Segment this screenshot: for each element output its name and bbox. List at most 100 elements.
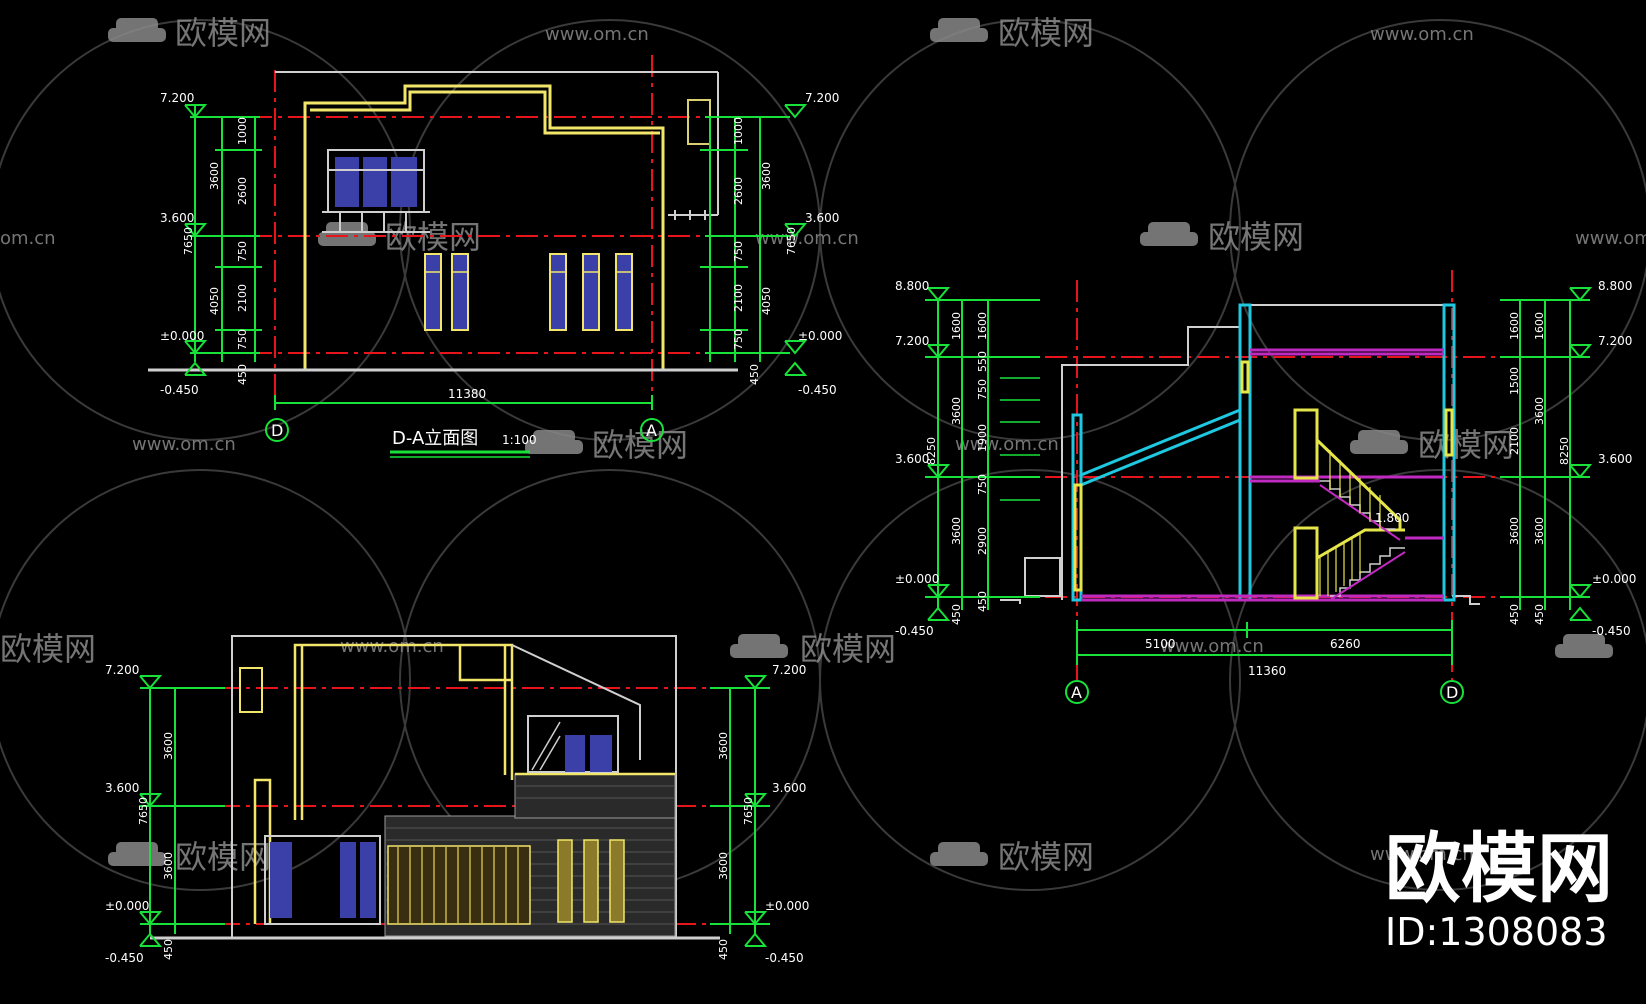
level-marker (184, 104, 208, 119)
upper-small-window (239, 667, 263, 713)
level-marker (139, 932, 163, 947)
dim-label: 3600 (1533, 397, 1546, 425)
level-marker (184, 361, 208, 376)
parapet-line (310, 90, 660, 135)
axis-label: D (1446, 683, 1458, 702)
dim-label: 3600 (208, 162, 221, 190)
dim-label: 3600 (717, 732, 730, 760)
level-marker (139, 675, 163, 690)
watermark-brand: 欧模网 (998, 838, 1094, 876)
watermark-brand: 欧模网 (1208, 218, 1304, 256)
level-marker (927, 287, 951, 302)
level-marker (139, 911, 163, 926)
watermark-brand: 欧模网 (998, 14, 1094, 52)
watermark-url: www.om.cn (132, 434, 236, 455)
watermark-brand: 欧模网 (175, 14, 271, 52)
dim-label: 450 (976, 591, 989, 612)
dim-label: 450 (1533, 604, 1546, 625)
tall-windows (424, 253, 633, 331)
dim-label: 7650 (182, 227, 195, 255)
sofa-icon (1350, 430, 1408, 454)
dim-label: 750 (976, 379, 989, 400)
watermark-brand: 欧模网 (592, 426, 688, 464)
axis-bubble-d (1440, 680, 1464, 704)
dim-label: 450 (717, 939, 730, 960)
dim-label: 750 (236, 329, 249, 350)
level-label: 3.600 (895, 452, 929, 466)
level-label: 7.200 (160, 91, 194, 105)
level-label: 8.800 (1598, 279, 1632, 293)
watermark-circles (0, 19, 1646, 891)
sofa-icon (108, 842, 166, 866)
axis-bubble-d (265, 418, 289, 442)
level-marker (927, 344, 951, 359)
watermark-brand: 欧模网 (800, 630, 896, 668)
axis-bubble-a (640, 418, 664, 442)
drawing-title: D-A立面图 (392, 428, 478, 449)
level-label: ±0.000 (798, 329, 842, 343)
dim-label: 3600 (162, 852, 175, 880)
axis-label: A (1071, 683, 1082, 702)
level-marker (927, 584, 951, 599)
dim-label: 2100 (236, 284, 249, 312)
dim-label: 3600 (950, 397, 963, 425)
dim-label: 450 (950, 604, 963, 625)
level-marker (1569, 606, 1593, 621)
id-watermark: ID:1308083 (1385, 910, 1608, 954)
sofa-icon (730, 634, 788, 658)
level-marker (744, 793, 768, 808)
sofa-icon (930, 842, 988, 866)
span-total-dim: 11360 (1248, 664, 1286, 678)
level-label: 3.600 (805, 211, 839, 225)
level-marker (784, 340, 808, 355)
stair-handrail (1319, 450, 1381, 596)
dim-label: 550 (976, 351, 989, 372)
dim-label: 450 (162, 939, 175, 960)
axis-label: A (646, 421, 657, 440)
dim-label: 8250 (1558, 437, 1571, 465)
left-step-ticks (1000, 356, 1040, 501)
dim-label: 3600 (162, 732, 175, 760)
level-label: 7.200 (805, 91, 839, 105)
level-label: 3.600 (160, 211, 194, 225)
stair-flights (1320, 480, 1405, 597)
sofa-icon (930, 18, 988, 42)
watermark-url: www.om.cn (1370, 844, 1474, 865)
dim-label: 2100 (1508, 427, 1521, 455)
floor-slabs (1081, 348, 1444, 602)
level-label: ±0.000 (895, 572, 939, 586)
watermark-url-short: om.cn (0, 228, 56, 249)
watermark-texts: 欧模网 欧模网 欧模网 欧模网 欧模网 欧模网 欧模网 欧模网 欧模网 欧模网 (0, 14, 1514, 876)
watermark-brand: 欧模网 (0, 630, 96, 668)
level-marker (184, 340, 208, 355)
dim-label: 1000 (236, 117, 249, 145)
level-marker (184, 223, 208, 238)
glass-door (264, 835, 381, 925)
dim-label: 1600 (1508, 312, 1521, 340)
watermark-url: www.om.cn (1575, 228, 1646, 249)
stair-stringers (1319, 484, 1406, 601)
watermark-url: www.om.cn (755, 228, 859, 249)
span-dim: 6260 (1330, 637, 1361, 651)
level-marker (744, 932, 768, 947)
elevation-d-a: 7.200 3.600 ±0.000 -0.450 7.200 3.600 ±0… (148, 55, 842, 458)
level-marker (1569, 584, 1593, 599)
level-marker (784, 361, 808, 376)
drawing-scale: 1:100 (502, 433, 537, 447)
sloped-roof (511, 644, 641, 760)
roof-slope (1080, 408, 1241, 487)
chimney-box (687, 99, 711, 145)
level-label: ±0.000 (160, 329, 204, 343)
level-label: -0.450 (160, 383, 199, 397)
sofa-icon (1555, 634, 1613, 658)
upper-window (327, 149, 425, 213)
dim-label: 750 (976, 474, 989, 495)
dim-label: 1600 (1533, 312, 1546, 340)
dim-label: 7650 (785, 227, 798, 255)
dim-label: 2600 (236, 177, 249, 205)
dim-label: 1000 (732, 117, 745, 145)
dim-label: 450 (748, 364, 761, 385)
level-label: 3.600 (105, 781, 139, 795)
dim-label: 750 (732, 241, 745, 262)
level-label: ±0.000 (765, 899, 809, 913)
